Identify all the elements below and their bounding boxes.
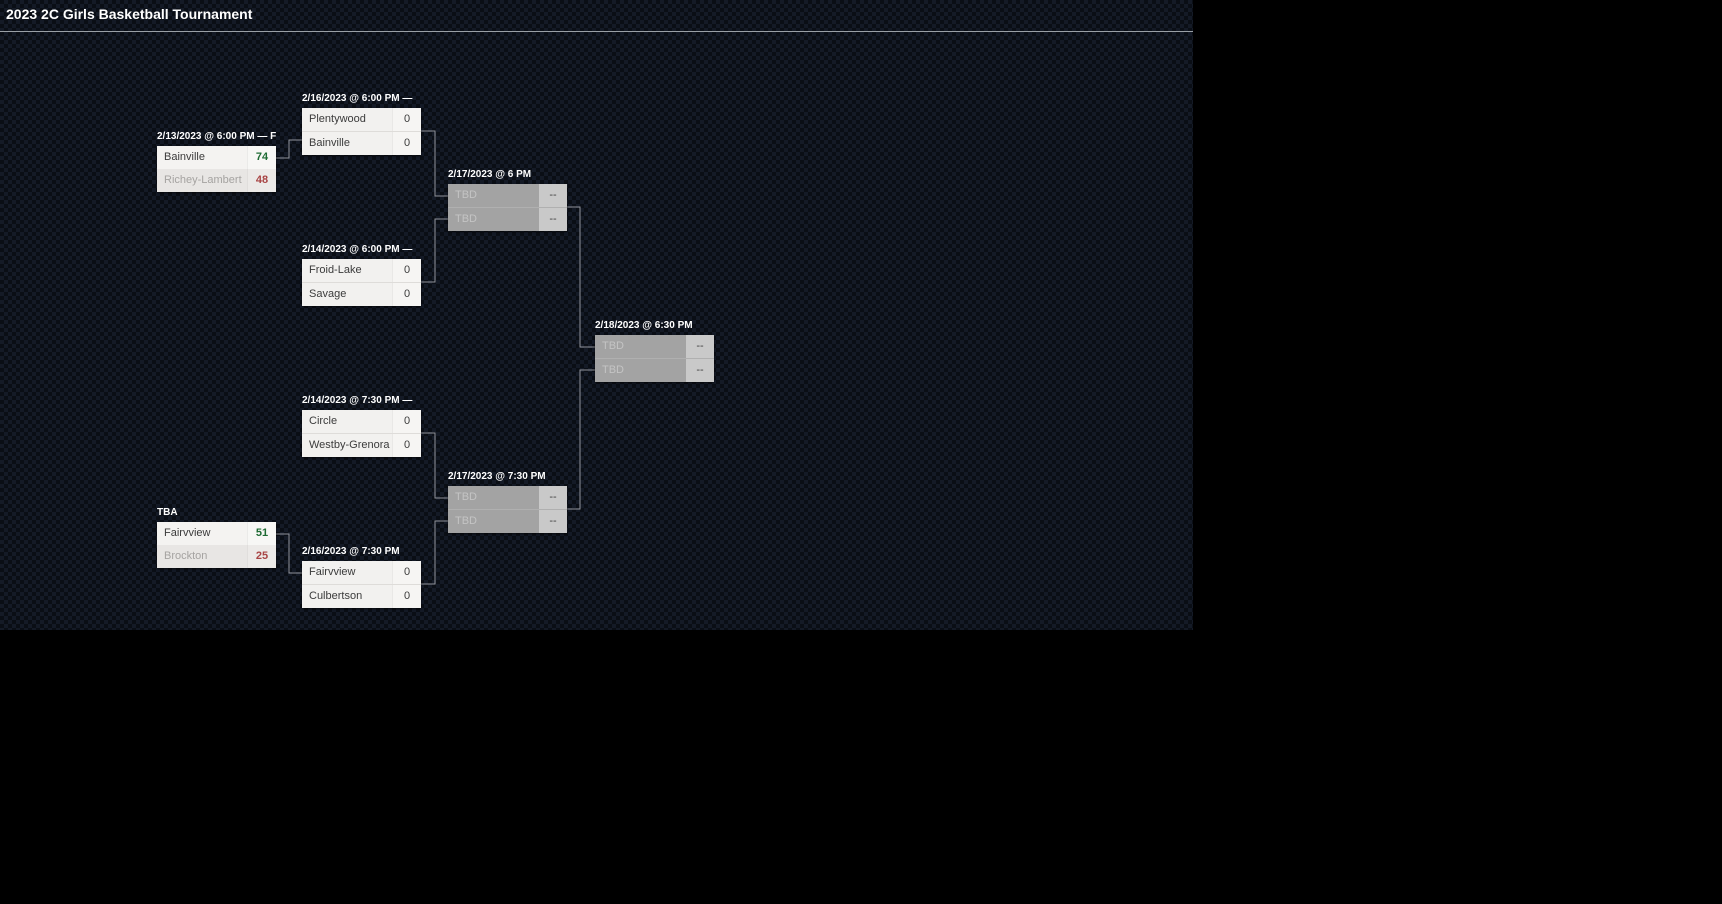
team-score: 0 bbox=[392, 283, 421, 306]
team-name: Circle bbox=[309, 415, 338, 427]
team-name: Froid-Lake bbox=[309, 264, 362, 276]
team-row[interactable]: Fairvview 51 bbox=[157, 522, 276, 545]
match-box[interactable]: Fairvview 51 Brockton 25 bbox=[157, 522, 276, 568]
team-score: -- bbox=[539, 510, 567, 533]
team-name: Bainville bbox=[164, 151, 205, 163]
team-name: Savage bbox=[309, 288, 347, 300]
team-row[interactable]: TBD -- bbox=[448, 207, 567, 231]
title-bar: 2023 2C Girls Basketball Tournament bbox=[0, 0, 1193, 32]
match-championship: 2/18/2023 @ 6:30 PM TBD -- TBD -- bbox=[595, 321, 714, 382]
match-box[interactable]: Bainville 74 Richey-Lambert 48 bbox=[157, 146, 276, 192]
team-row[interactable]: Brockton 25 bbox=[157, 545, 276, 568]
page-title: 2023 2C Girls Basketball Tournament bbox=[6, 6, 253, 22]
team-score: -- bbox=[686, 335, 714, 358]
team-row[interactable]: TBD -- bbox=[448, 509, 567, 533]
team-score: 0 bbox=[392, 585, 421, 608]
team-row[interactable]: TBD -- bbox=[448, 184, 567, 207]
match-datetime: 2/17/2023 @ 6 PM bbox=[448, 169, 532, 180]
match-datetime: 2/16/2023 @ 6:00 PM — bbox=[302, 93, 413, 104]
team-row[interactable]: Richey-Lambert 48 bbox=[157, 169, 276, 192]
team-score: 0 bbox=[392, 434, 421, 457]
team-score: 0 bbox=[392, 410, 421, 433]
match-round1-lower: TBA Fairvview 51 Brockton 25 bbox=[157, 508, 276, 568]
match-box[interactable]: Fairvview 0 Culbertson 0 bbox=[302, 561, 421, 608]
match-round1-upper: 2/13/2023 @ 6:00 PM — F Bainville 74 Ric… bbox=[157, 132, 276, 192]
match-box[interactable]: TBD -- TBD -- bbox=[448, 486, 567, 533]
team-row[interactable]: Plentywood 0 bbox=[302, 108, 421, 131]
team-row[interactable]: TBD -- bbox=[595, 335, 714, 358]
team-name: TBD bbox=[602, 364, 624, 376]
team-score: 0 bbox=[392, 561, 421, 584]
team-row[interactable]: TBD -- bbox=[595, 358, 714, 382]
match-datetime: 2/14/2023 @ 7:30 PM — bbox=[302, 395, 413, 406]
team-score: -- bbox=[539, 486, 567, 509]
bracket-stage: 2023 2C Girls Basketball Tournament 2/13… bbox=[0, 0, 1193, 630]
team-score: 51 bbox=[247, 522, 276, 545]
match-datetime: 2/18/2023 @ 6:30 PM bbox=[595, 320, 693, 331]
team-name: Bainville bbox=[309, 137, 350, 149]
match-quarterfinal-2: 2/14/2023 @ 6:00 PM — Froid-Lake 0 Savag… bbox=[302, 245, 421, 306]
match-datetime: 2/16/2023 @ 7:30 PM bbox=[302, 546, 400, 557]
team-row[interactable]: Bainville 0 bbox=[302, 131, 421, 155]
team-score: 25 bbox=[247, 545, 276, 568]
team-name: TBD bbox=[455, 189, 477, 201]
team-score: 0 bbox=[392, 108, 421, 131]
team-name: Westby-Grenora bbox=[309, 439, 390, 451]
team-name: Plentywood bbox=[309, 113, 366, 125]
team-score: 0 bbox=[392, 132, 421, 155]
match-box[interactable]: Froid-Lake 0 Savage 0 bbox=[302, 259, 421, 306]
team-name: TBD bbox=[602, 340, 624, 352]
team-score: -- bbox=[539, 208, 567, 231]
team-name: TBD bbox=[455, 515, 477, 527]
team-name: Richey-Lambert bbox=[164, 174, 242, 186]
match-datetime: TBA bbox=[157, 507, 178, 518]
team-row[interactable]: Fairvview 0 bbox=[302, 561, 421, 584]
match-datetime: 2/14/2023 @ 6:00 PM — bbox=[302, 244, 413, 255]
team-row[interactable]: Savage 0 bbox=[302, 282, 421, 306]
match-semifinal-1: 2/17/2023 @ 6 PM TBD -- TBD -- bbox=[448, 170, 567, 231]
match-datetime: 2/17/2023 @ 7:30 PM bbox=[448, 471, 546, 482]
team-name: Brockton bbox=[164, 550, 208, 562]
match-semifinal-2: 2/17/2023 @ 7:30 PM TBD -- TBD -- bbox=[448, 472, 567, 533]
team-name: TBD bbox=[455, 213, 477, 225]
team-row[interactable]: Westby-Grenora 0 bbox=[302, 433, 421, 457]
match-quarterfinal-1: 2/16/2023 @ 6:00 PM — Plentywood 0 Bainv… bbox=[302, 94, 421, 155]
match-quarterfinal-4: 2/16/2023 @ 7:30 PM Fairvview 0 Culberts… bbox=[302, 547, 421, 608]
title-separator bbox=[0, 31, 1193, 32]
team-name: Culbertson bbox=[309, 590, 363, 602]
team-score: 0 bbox=[392, 259, 421, 282]
match-box[interactable]: Plentywood 0 Bainville 0 bbox=[302, 108, 421, 155]
team-score: 74 bbox=[247, 146, 276, 169]
match-datetime: 2/13/2023 @ 6:00 PM — F bbox=[157, 131, 277, 142]
team-row[interactable]: Bainville 74 bbox=[157, 146, 276, 169]
team-row[interactable]: Circle 0 bbox=[302, 410, 421, 433]
team-row[interactable]: TBD -- bbox=[448, 486, 567, 509]
team-name: Fairvview bbox=[309, 566, 356, 578]
team-score: -- bbox=[539, 184, 567, 207]
team-score: 48 bbox=[247, 169, 276, 192]
team-score: -- bbox=[686, 359, 714, 382]
match-box[interactable]: TBD -- TBD -- bbox=[595, 335, 714, 382]
team-row[interactable]: Culbertson 0 bbox=[302, 584, 421, 608]
match-box[interactable]: Circle 0 Westby-Grenora 0 bbox=[302, 410, 421, 457]
team-name: TBD bbox=[455, 491, 477, 503]
team-row[interactable]: Froid-Lake 0 bbox=[302, 259, 421, 282]
team-name: Fairvview bbox=[164, 527, 211, 539]
match-box[interactable]: TBD -- TBD -- bbox=[448, 184, 567, 231]
match-quarterfinal-3: 2/14/2023 @ 7:30 PM — Circle 0 Westby-Gr… bbox=[302, 396, 421, 457]
